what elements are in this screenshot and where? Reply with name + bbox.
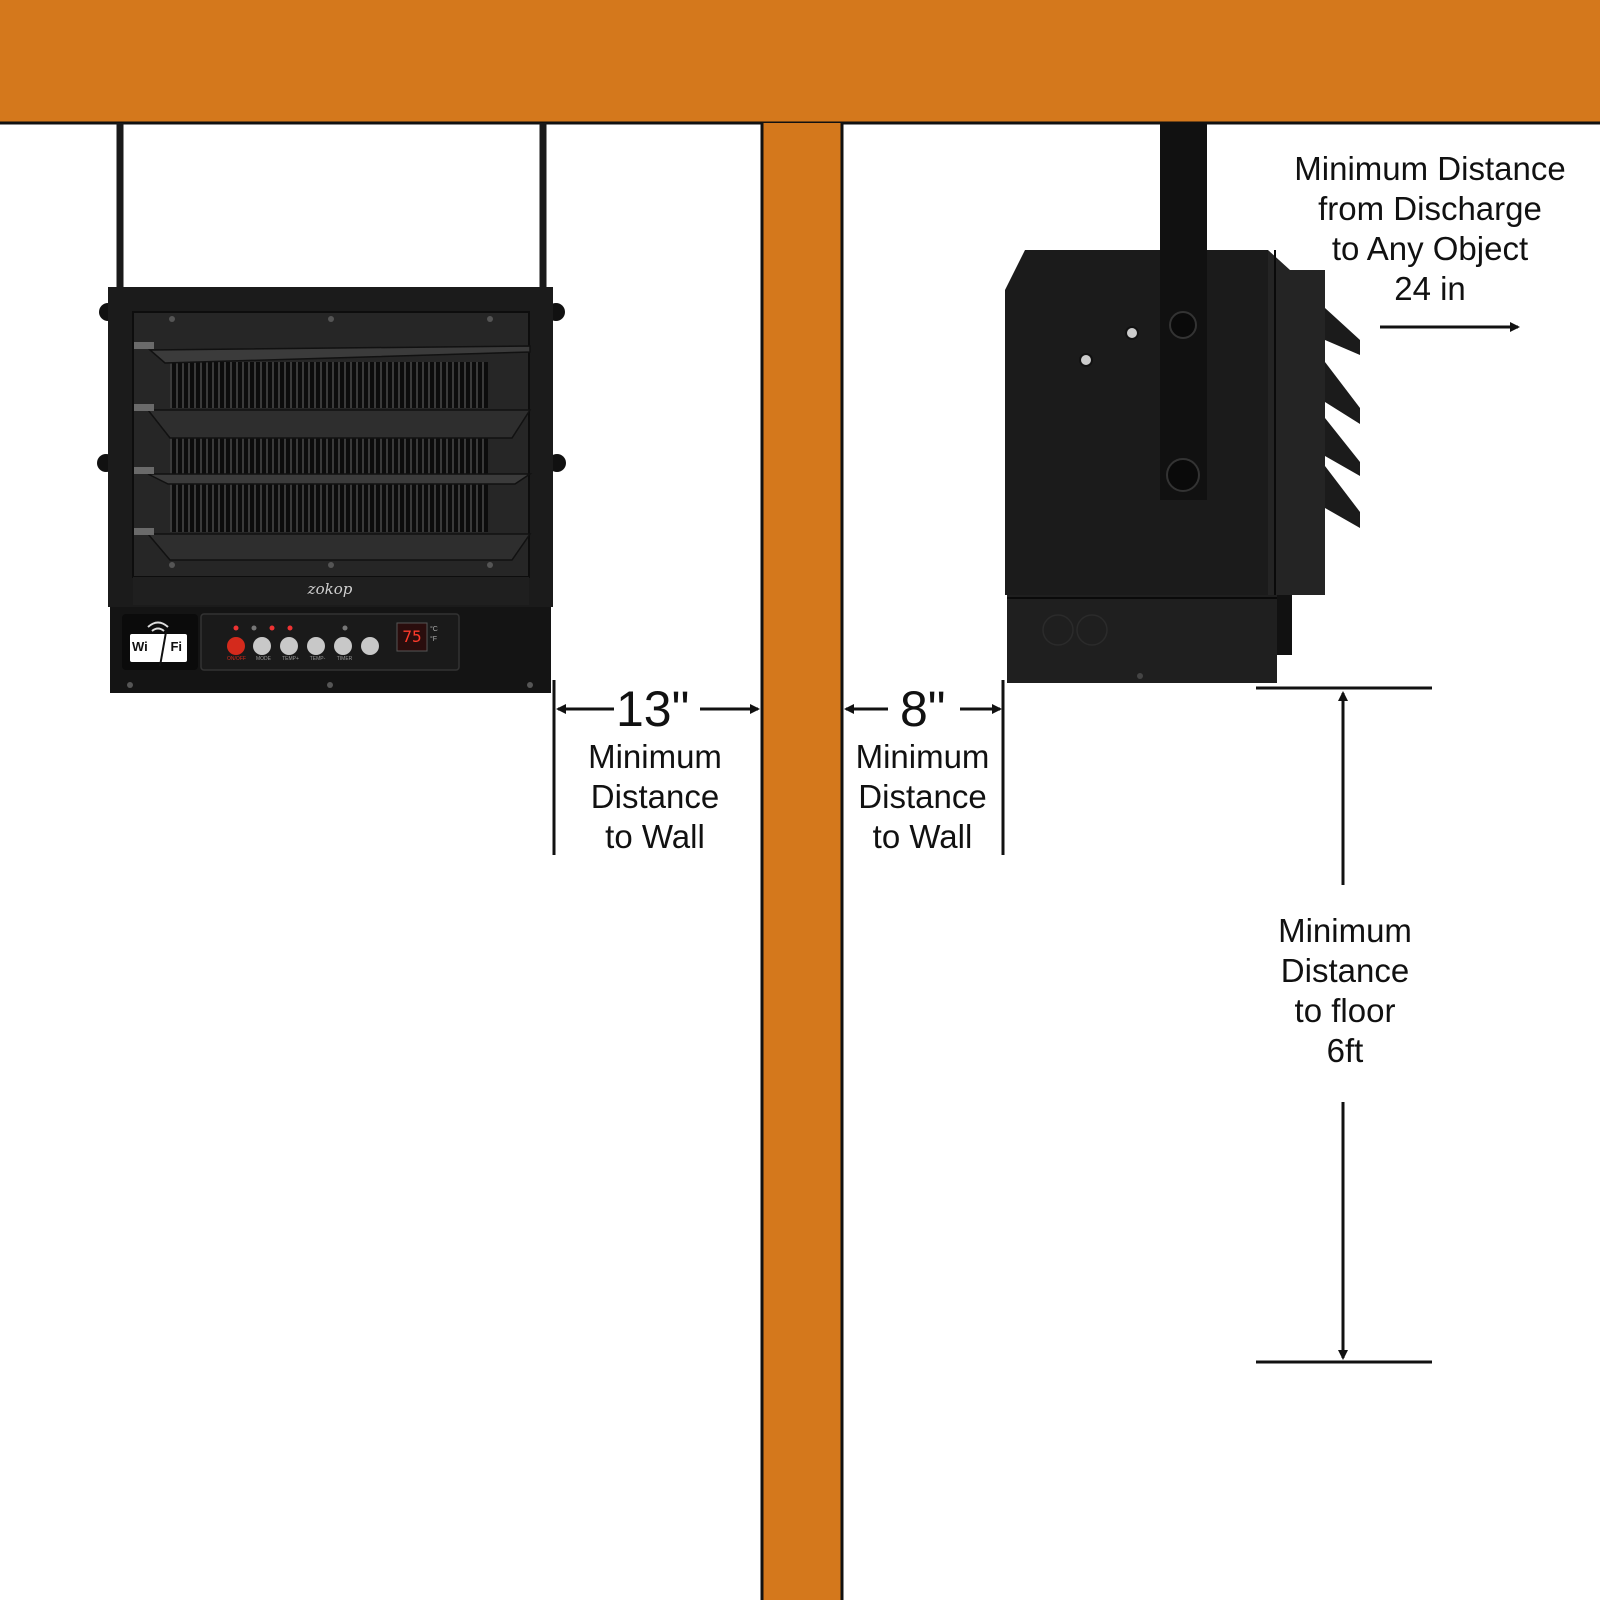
display-readout: 75 <box>402 627 422 646</box>
dimension-floor <box>1256 686 1432 1364</box>
dimension-8in <box>844 680 1005 855</box>
front-wall-distance-value: 13" <box>614 681 692 737</box>
side-wall-distance-value: 8" <box>898 681 948 737</box>
side-housing <box>1005 250 1268 595</box>
temp-down-button <box>307 637 325 655</box>
heater-side-view <box>1005 123 1360 683</box>
power-button <box>227 637 245 655</box>
side-wall-distance-label: Minimum Distance to Wall <box>855 738 990 855</box>
temperature-display <box>396 622 428 652</box>
discharge-distance-label: Minimum Distance from Discharge to Any O… <box>1294 150 1566 307</box>
mode-button <box>253 637 271 655</box>
wifi-badge <box>130 634 187 662</box>
timer-button <box>334 637 352 655</box>
heater-louver <box>148 345 531 364</box>
button-labels: ON/OFF MODE TEMP+ TEMP- TIMER <box>227 656 353 662</box>
brand-logo: zokop <box>307 580 353 598</box>
side-louver <box>1325 308 1360 355</box>
wall-post <box>762 123 842 1600</box>
front-wall-distance-label: Minimum Distance to Wall <box>588 738 722 855</box>
extra-button <box>361 637 379 655</box>
ceiling-beam <box>0 0 1600 123</box>
heater-grille <box>170 362 488 408</box>
display-units: °C °F <box>430 626 438 643</box>
heater-front-view <box>97 123 566 693</box>
dimension-13in <box>552 680 760 855</box>
floor-distance-label: Minimum Distance to floor 6ft <box>1278 912 1412 1069</box>
temp-up-button <box>280 637 298 655</box>
wifi-icon <box>147 621 169 632</box>
